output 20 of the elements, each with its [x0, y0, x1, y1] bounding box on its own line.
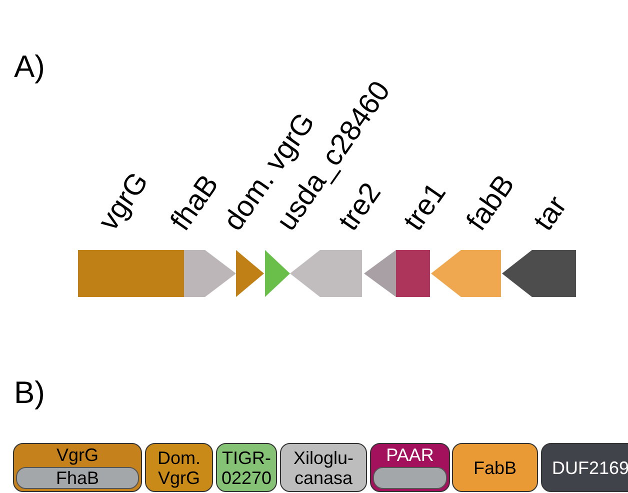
domain-label: DUF2169 [552, 458, 628, 478]
domain-label: FabB [473, 458, 517, 478]
domain-label: PAAR [386, 445, 434, 465]
domain-label: Dom. VgrG [156, 448, 202, 488]
gene-label: tre1 [399, 178, 452, 236]
domain-box [145, 443, 213, 492]
domain-box [541, 443, 628, 492]
domain-label: TIGR- 02270 [220, 448, 273, 488]
domain-label: FhaB [56, 468, 100, 488]
domain-label: VgrG [56, 445, 98, 465]
panel-label: B) [14, 376, 45, 410]
domain-box [452, 443, 538, 492]
domain-label: Xiloglu- canasa [292, 448, 355, 488]
panel-label: A) [14, 50, 45, 84]
domain-subregion [373, 467, 447, 489]
domain-box [13, 443, 142, 492]
domain-box [280, 443, 367, 492]
domain-box [370, 443, 450, 492]
gene-label: tar [529, 192, 572, 236]
domain-subregion [16, 467, 139, 489]
